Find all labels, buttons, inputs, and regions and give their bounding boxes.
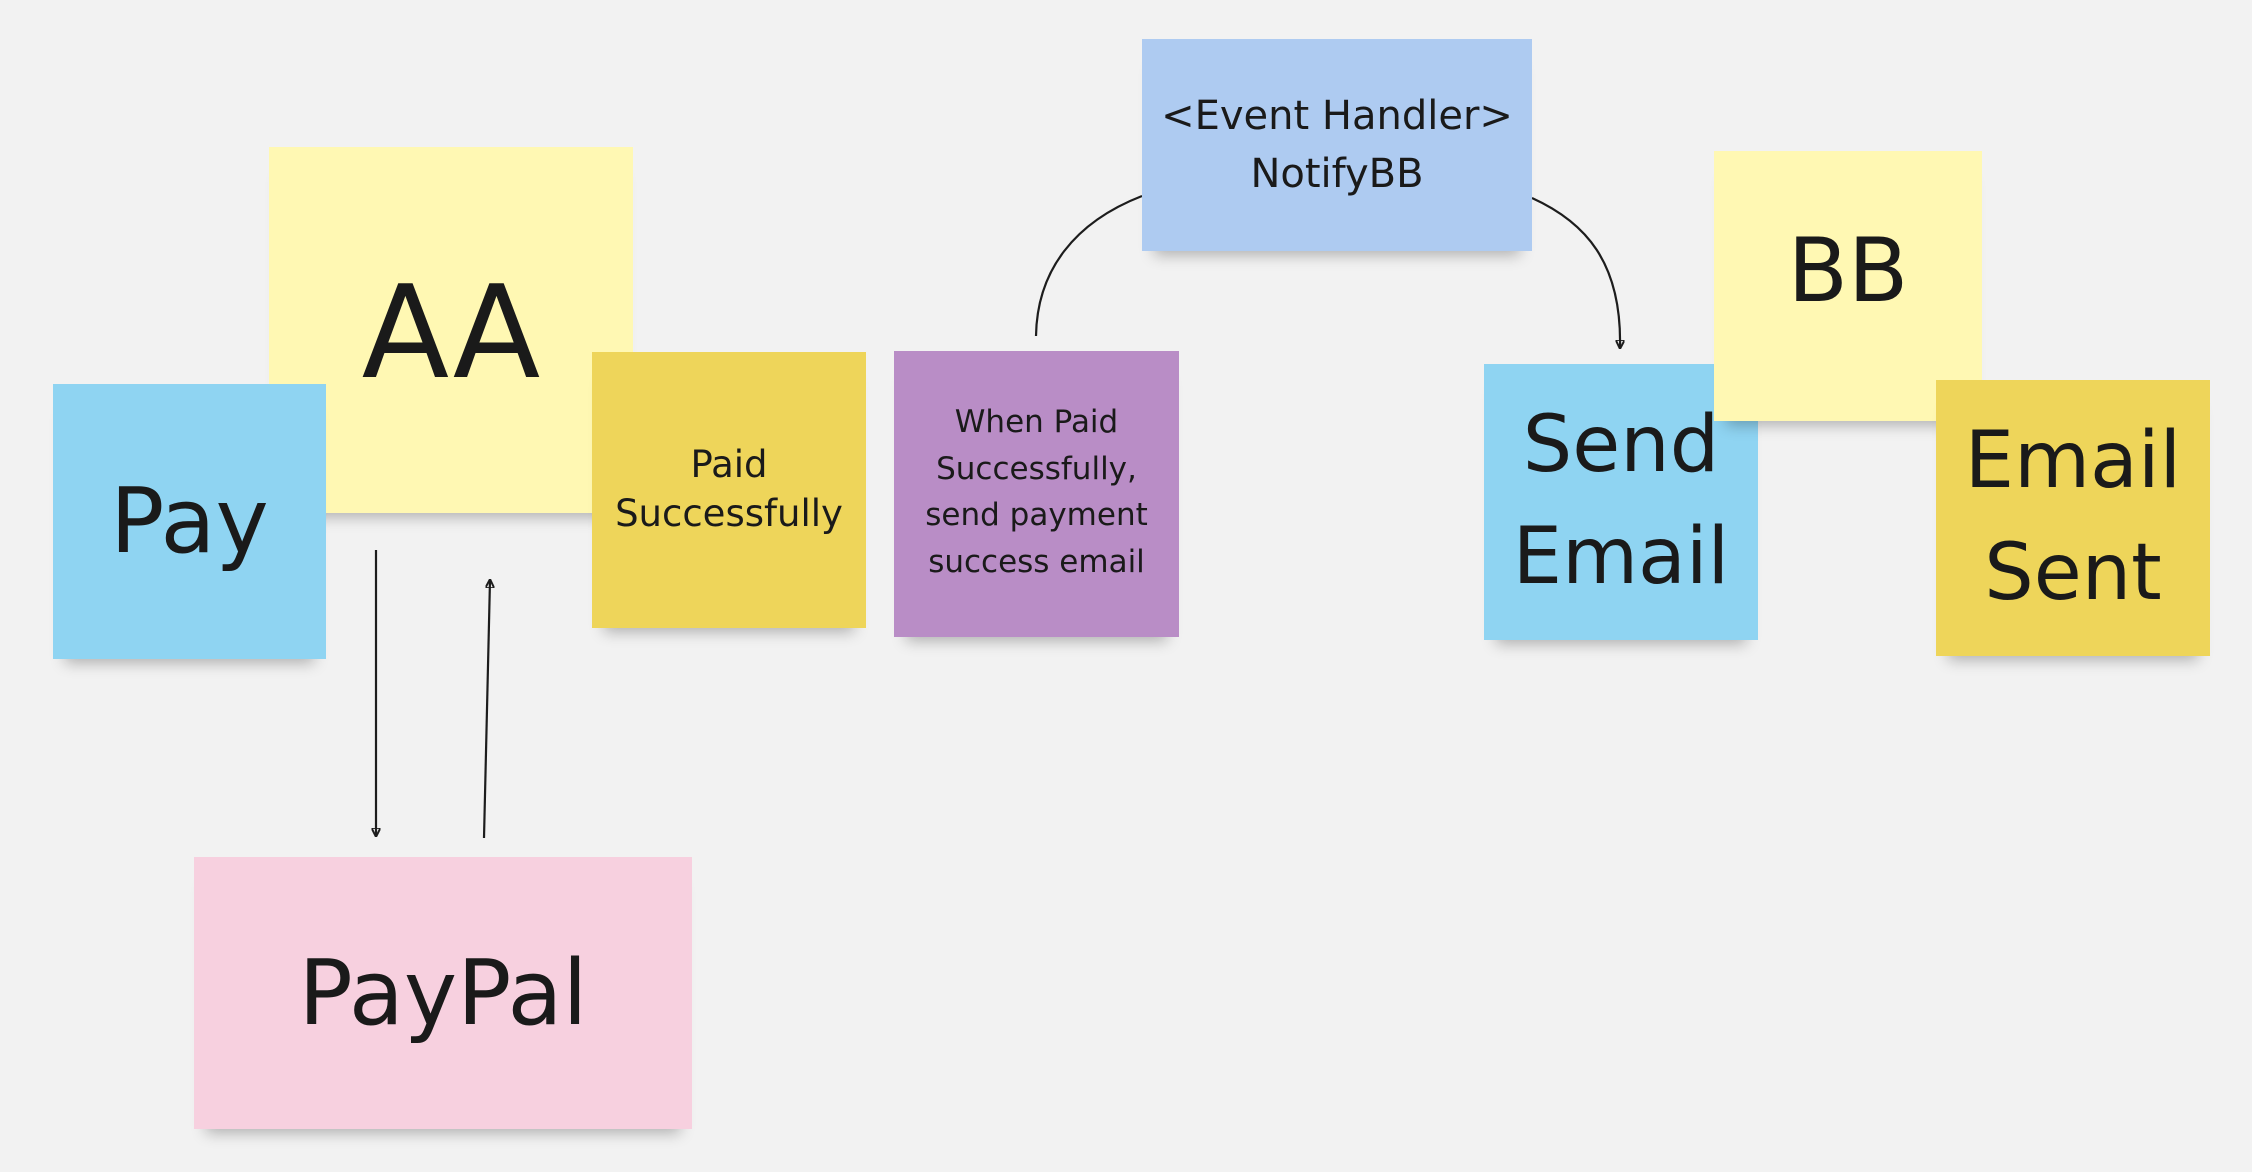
sticky-note-paypal[interactable]: PayPal bbox=[194, 857, 692, 1129]
note-bb-label: BB bbox=[1787, 219, 1909, 322]
connector-event-handler-to-when-paid[interactable] bbox=[1034, 194, 1143, 337]
note-when-paid-label: When Paid Successfully, send payment suc… bbox=[925, 404, 1148, 580]
sticky-note-when-paid[interactable]: When Paid Successfully, send payment suc… bbox=[894, 351, 1179, 637]
sticky-note-email-sent[interactable]: Email Sent bbox=[1936, 380, 2210, 656]
note-paid-successfully-label: Paid Successfully bbox=[615, 443, 843, 535]
sticky-note-aa[interactable]: AA bbox=[269, 147, 633, 513]
sticky-note-bb[interactable]: BB bbox=[1714, 151, 1982, 421]
sticky-note-pay[interactable]: Pay bbox=[53, 384, 326, 659]
note-paypal-label: PayPal bbox=[298, 940, 588, 1046]
arrow-event-handler-to-send-email[interactable] bbox=[1531, 196, 1620, 348]
note-event-handler-label: <Event Handler> NotifyBB bbox=[1161, 93, 1513, 197]
sticky-note-send-email[interactable]: Send Email bbox=[1484, 364, 1758, 640]
note-aa-label: AA bbox=[361, 259, 541, 408]
note-send-email-label: Send Email bbox=[1512, 400, 1730, 602]
arrow-paypal-to-aa[interactable] bbox=[482, 580, 490, 839]
sticky-note-paid-successfully[interactable]: Paid Successfully bbox=[592, 352, 866, 628]
note-pay-label: Pay bbox=[110, 469, 269, 574]
note-email-sent-label: Email Sent bbox=[1964, 416, 2182, 618]
sticky-note-event-handler[interactable]: <Event Handler> NotifyBB bbox=[1142, 39, 1532, 251]
